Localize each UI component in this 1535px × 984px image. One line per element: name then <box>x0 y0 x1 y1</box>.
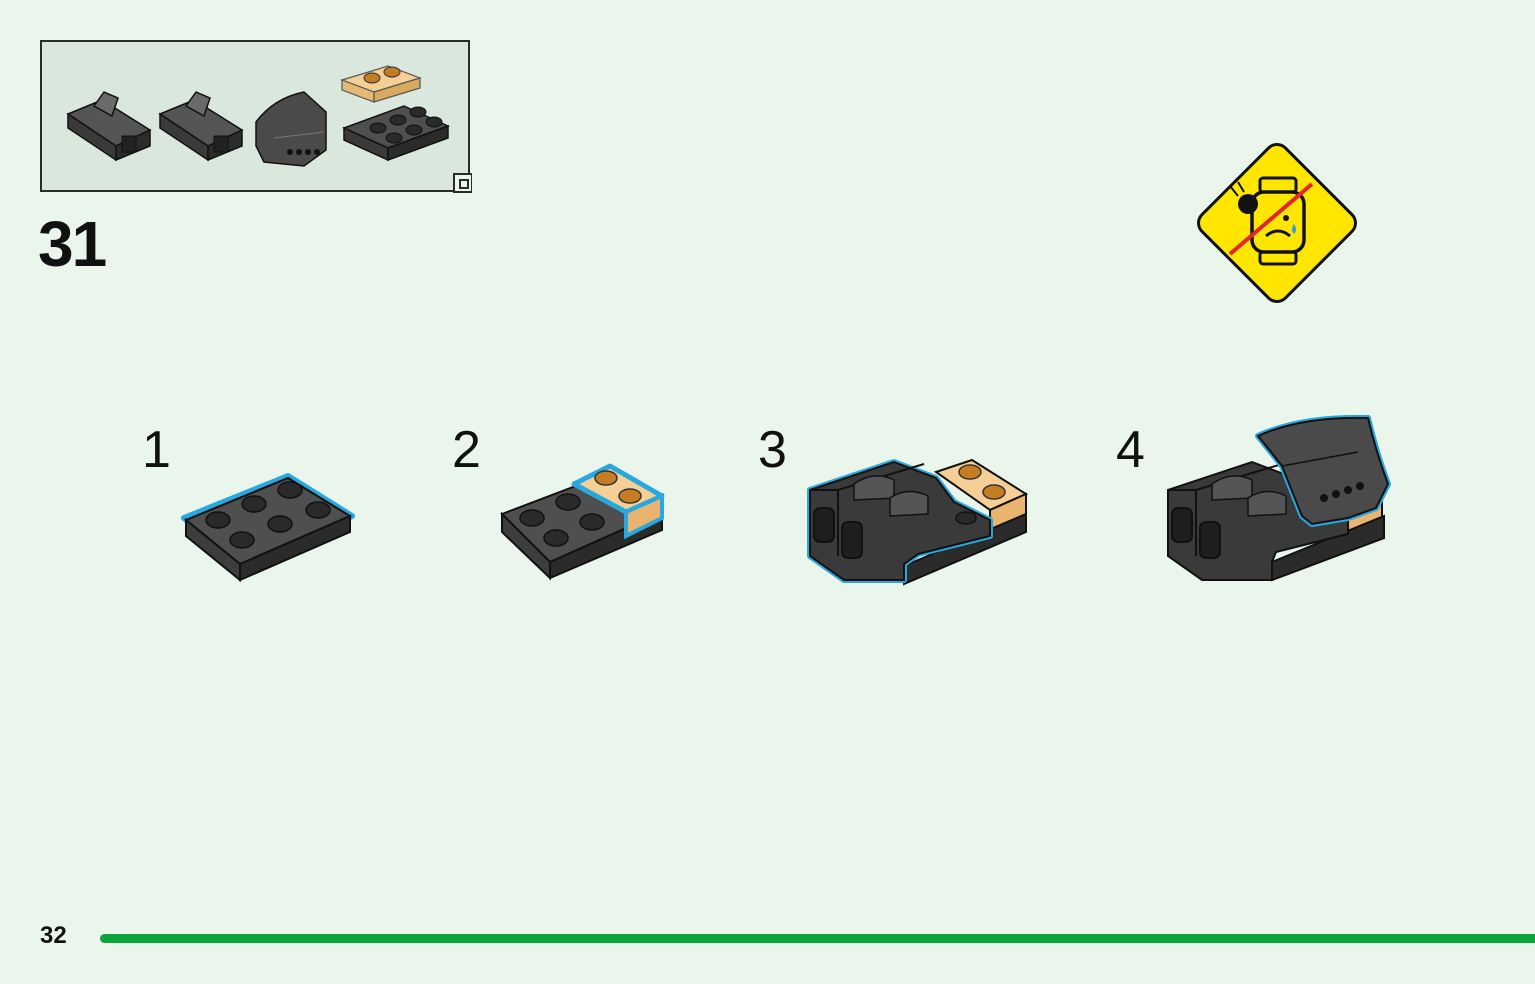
step-number: 31 <box>38 208 107 280</box>
dark-gray-bracket-brick-icon <box>158 91 244 162</box>
progress-bar <box>100 934 1535 943</box>
substep-2-label: 2 <box>452 421 481 479</box>
substep-4-model <box>1167 414 1391 582</box>
no-eye-injury-warning-icon <box>1194 140 1360 311</box>
tan-1x2-plate-icon <box>340 65 422 103</box>
substep-1-model <box>181 473 355 583</box>
dark-gray-2x3-plate-icon <box>342 105 450 162</box>
parts-list-box <box>40 40 472 193</box>
corner-marker-icon <box>453 173 472 193</box>
substep-3-model <box>807 458 1029 586</box>
parts-list-illustration <box>66 65 472 193</box>
substep-2-model <box>500 463 665 581</box>
dark-gray-curved-slope-icon <box>255 91 327 167</box>
substep-1-label: 1 <box>142 421 171 479</box>
substep-4-label: 4 <box>1116 421 1145 479</box>
page-number: 32 <box>40 922 67 949</box>
substep-3-label: 3 <box>758 421 787 479</box>
dark-gray-bracket-brick-icon <box>66 91 152 162</box>
